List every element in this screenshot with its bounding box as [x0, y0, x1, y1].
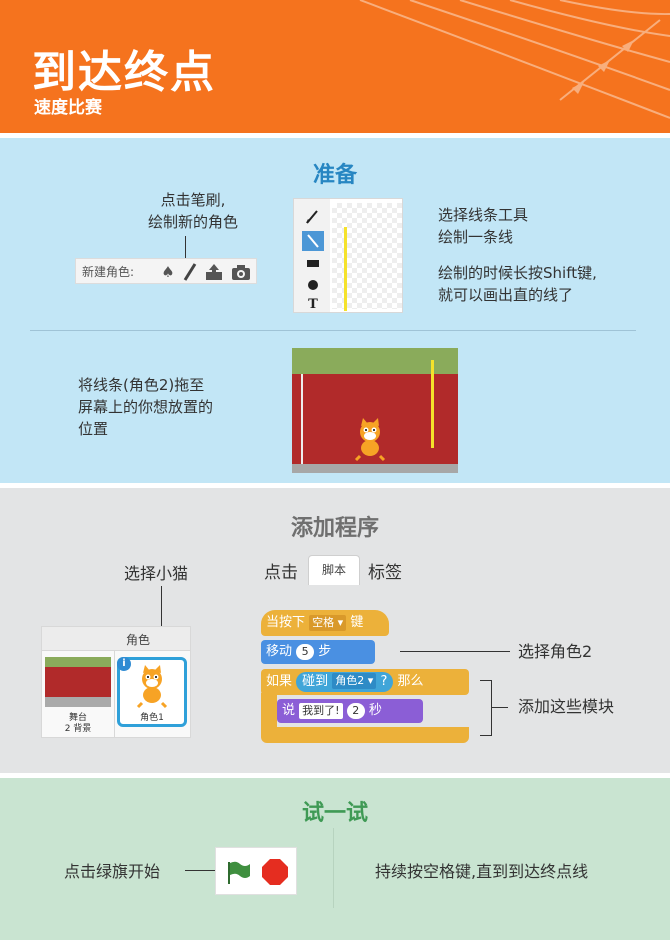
key-dropdown[interactable]: 空格 ▾ — [309, 614, 347, 631]
stop-sign-icon[interactable] — [260, 857, 290, 887]
cat-pointer-line — [161, 586, 162, 656]
sprite-column-label: 角色 — [126, 633, 151, 647]
line-tool-note: 选择线条工具 绘制一条线 — [438, 204, 658, 248]
stage-thumbnail-floor — [45, 697, 111, 707]
touching-question: ? — [380, 673, 388, 689]
start-line — [301, 374, 303, 464]
rectangle-tool-icon[interactable] — [302, 253, 324, 273]
touching-target-dropdown[interactable]: 角色2 ▾ — [332, 673, 377, 689]
paint-editor-panel: T — [293, 198, 403, 313]
brush-note: 点击笔刷, 绘制新的角色 — [128, 189, 258, 233]
tab-label-text: 标签 — [368, 563, 402, 583]
page-title: 到达终点 — [32, 47, 216, 98]
move-suffix: 步 — [318, 644, 332, 659]
brush-tool-icon[interactable] — [302, 207, 324, 227]
upload-icon[interactable] — [204, 262, 224, 282]
say-secs-input[interactable]: 2 — [346, 702, 365, 719]
shift-note: 绘制的时候长按Shift键, 就可以画出直的线了 — [438, 262, 658, 306]
cat-thumbnail-icon — [136, 665, 168, 709]
stage-preview — [292, 348, 458, 473]
say-suffix: 秒 — [368, 703, 382, 718]
program-title: 添加程序 — [290, 516, 379, 541]
add-blocks-note: 添加这些模块 — [518, 697, 615, 716]
new-sprite-label: 新建角色: — [82, 265, 135, 279]
touching-target: 角色2 — [335, 674, 365, 687]
tab-scripts[interactable]: 脚本 — [308, 555, 360, 585]
then-label: 那么 — [397, 674, 424, 689]
try-divider — [333, 828, 334, 908]
line-tool-icon[interactable] — [302, 231, 324, 251]
shift-note-line2: 就可以画出直的线了 — [438, 286, 574, 304]
touching-block[interactable]: 碰到 角色2 ▾ ? — [296, 671, 394, 692]
sprite-tile-cat[interactable]: i 角色1 — [117, 657, 187, 727]
stage-backdrops-count: 2 背景 — [64, 724, 92, 734]
move-steps-block[interactable]: 移动 5 步 — [261, 640, 375, 664]
say-label: 说 — [282, 703, 296, 718]
say-for-secs-block[interactable]: 说 我到了! 2 秒 — [277, 699, 423, 723]
if-then-block[interactable]: 如果 碰到 角色2 ▾ ? 那么 — [261, 669, 469, 695]
if-block-bottom — [261, 727, 469, 743]
when-key-pressed-block[interactable]: 当按下 空格 ▾ 键 — [261, 610, 389, 636]
brush-pointer-line — [185, 236, 186, 258]
run-controls — [215, 847, 297, 895]
say-text-input[interactable]: 我到了! — [299, 702, 343, 719]
blocks-bracket — [480, 680, 492, 736]
info-icon[interactable]: i — [117, 657, 131, 671]
select-cat-note: 选择小猫 — [124, 564, 189, 583]
stage-thumbnail[interactable] — [45, 657, 111, 707]
finish-line-sprite[interactable] — [431, 360, 434, 448]
stage-grass — [292, 348, 458, 374]
flag-pointer-line — [185, 870, 221, 871]
drag-note-line2: 屏幕上的你想放置的 — [78, 398, 214, 416]
drag-note-line3: 位置 — [78, 420, 109, 438]
line-tool-note-line1: 选择线条工具 — [438, 206, 529, 224]
camera-icon[interactable] — [230, 262, 250, 282]
page-subtitle: 速度比赛 — [34, 98, 102, 118]
pick-sprite-note: 选择角色2 — [518, 642, 593, 661]
brush-note-line2: 绘制新的角色 — [147, 213, 238, 231]
if-block-arm — [261, 693, 277, 727]
green-flag-icon[interactable] — [224, 858, 252, 886]
ellipse-tool-icon[interactable] — [302, 275, 324, 295]
shift-note-line1: 绘制的时候长按Shift键, — [438, 264, 597, 282]
hold-space-note: 持续按空格键,直到到达终点线 — [375, 862, 589, 881]
sprite-pane-header: 角色 — [42, 627, 190, 651]
click-label: 点击 — [264, 563, 298, 583]
stage-thumbnail-label: 舞台 2 背景 — [42, 713, 114, 735]
move-label: 移动 — [266, 644, 293, 659]
if-label: 如果 — [266, 674, 293, 689]
sprite-pane: 角色 舞台 2 背景 i 角色1 — [41, 626, 191, 738]
hat-when-label: 当按下 — [266, 615, 306, 630]
brush-note-line1: 点击笔刷, — [160, 191, 226, 209]
line-tool-note-line2: 绘制一条线 — [438, 228, 514, 246]
blocks-bracket-tick — [492, 707, 508, 708]
prep-divider — [30, 330, 636, 331]
stage-thumbnail-grass — [45, 657, 111, 667]
stage-floor — [292, 464, 458, 473]
key-value: 空格 — [312, 615, 335, 629]
drag-note: 将线条(角色2)拖至 屏幕上的你想放置的 位置 — [78, 374, 278, 440]
paint-brush-icon[interactable] — [180, 262, 200, 282]
prep-title: 准备 — [312, 163, 357, 188]
header-banner: 到达终点 速度比赛 — [0, 0, 670, 133]
paint-tools: T — [294, 199, 330, 312]
touching-label: 碰到 — [302, 673, 329, 689]
track-lines-decoration — [359, 0, 670, 119]
sprite-pane-divider — [114, 651, 115, 737]
new-sprite-toolbar: 新建角色: ♠ — [75, 258, 257, 284]
text-tool-icon[interactable]: T — [308, 297, 318, 312]
green-flag-note: 点击绿旗开始 — [64, 862, 161, 881]
sprite-library-icon[interactable]: ♠ — [161, 263, 175, 281]
drawn-yellow-line — [344, 227, 347, 311]
move-steps-input[interactable]: 5 — [296, 643, 315, 660]
hat-suffix-label: 键 — [350, 615, 364, 630]
stage-label: 舞台 — [68, 713, 87, 723]
paint-canvas[interactable] — [332, 203, 402, 309]
sprite-tile-label: 角色1 — [140, 713, 164, 723]
cat-sprite-icon[interactable] — [350, 418, 390, 462]
pick-sprite-pointer — [400, 651, 510, 652]
try-section — [0, 778, 670, 940]
drag-note-line1: 将线条(角色2)拖至 — [78, 376, 205, 394]
try-title: 试一试 — [301, 801, 368, 826]
